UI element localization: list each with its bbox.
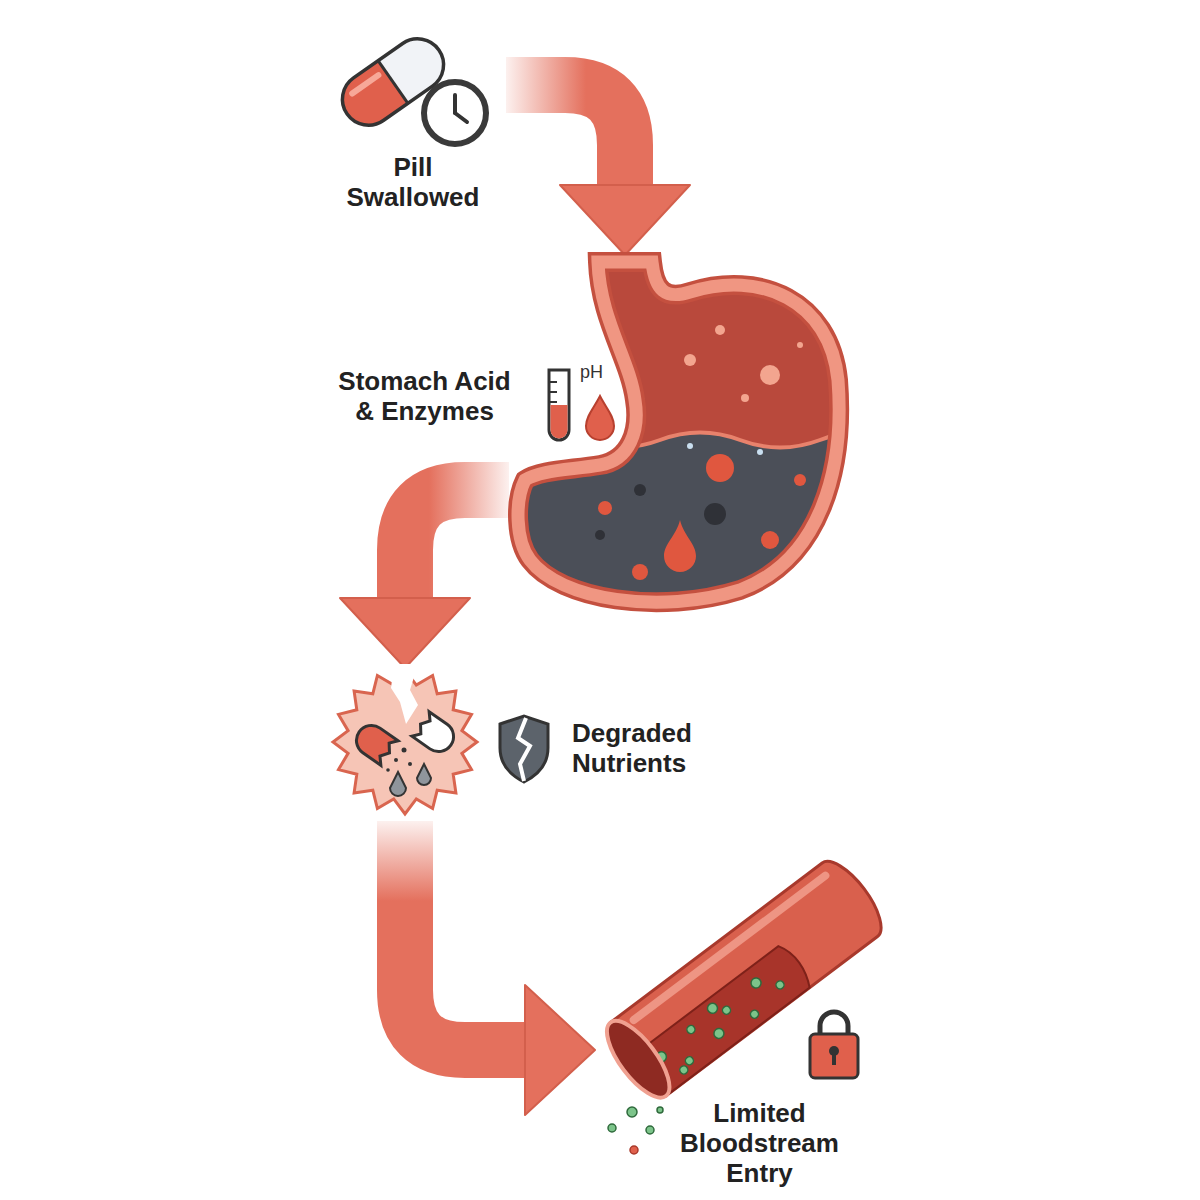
burst-illustration — [328, 668, 482, 815]
vessel-illustration — [595, 855, 895, 1115]
arrow-band — [405, 821, 525, 1050]
stage-label: Degraded Nutrients — [572, 718, 722, 778]
shield-icon — [500, 716, 548, 782]
escaping-particles — [608, 1107, 663, 1154]
stomach-stage: Stomach Acid & Enzymes — [515, 255, 845, 615]
ph-label: pH — [580, 362, 603, 382]
stage-label: Pill Swallowed — [338, 152, 488, 212]
arrow-band — [506, 85, 625, 185]
arrow-head — [340, 598, 470, 668]
lock-icon — [810, 1012, 858, 1078]
flow-arrow — [506, 85, 690, 255]
pill-stage: Pill Swallowed — [330, 25, 500, 150]
arrow-band — [405, 490, 509, 598]
bloodstream-stage: Limited Bloodstream Entry — [595, 855, 895, 1115]
pill-illustration — [330, 25, 500, 150]
stomach-illustration — [515, 255, 845, 615]
degraded-stage: Degraded Nutrients — [328, 668, 482, 815]
stage-label: Stomach Acid & Enzymes — [332, 366, 517, 426]
flow-arrow — [405, 821, 595, 1115]
arrow-head — [525, 985, 595, 1115]
arrow-head — [560, 185, 690, 255]
stage-label: Limited Bloodstream Entry — [672, 1098, 847, 1188]
flow-arrow — [340, 490, 509, 668]
